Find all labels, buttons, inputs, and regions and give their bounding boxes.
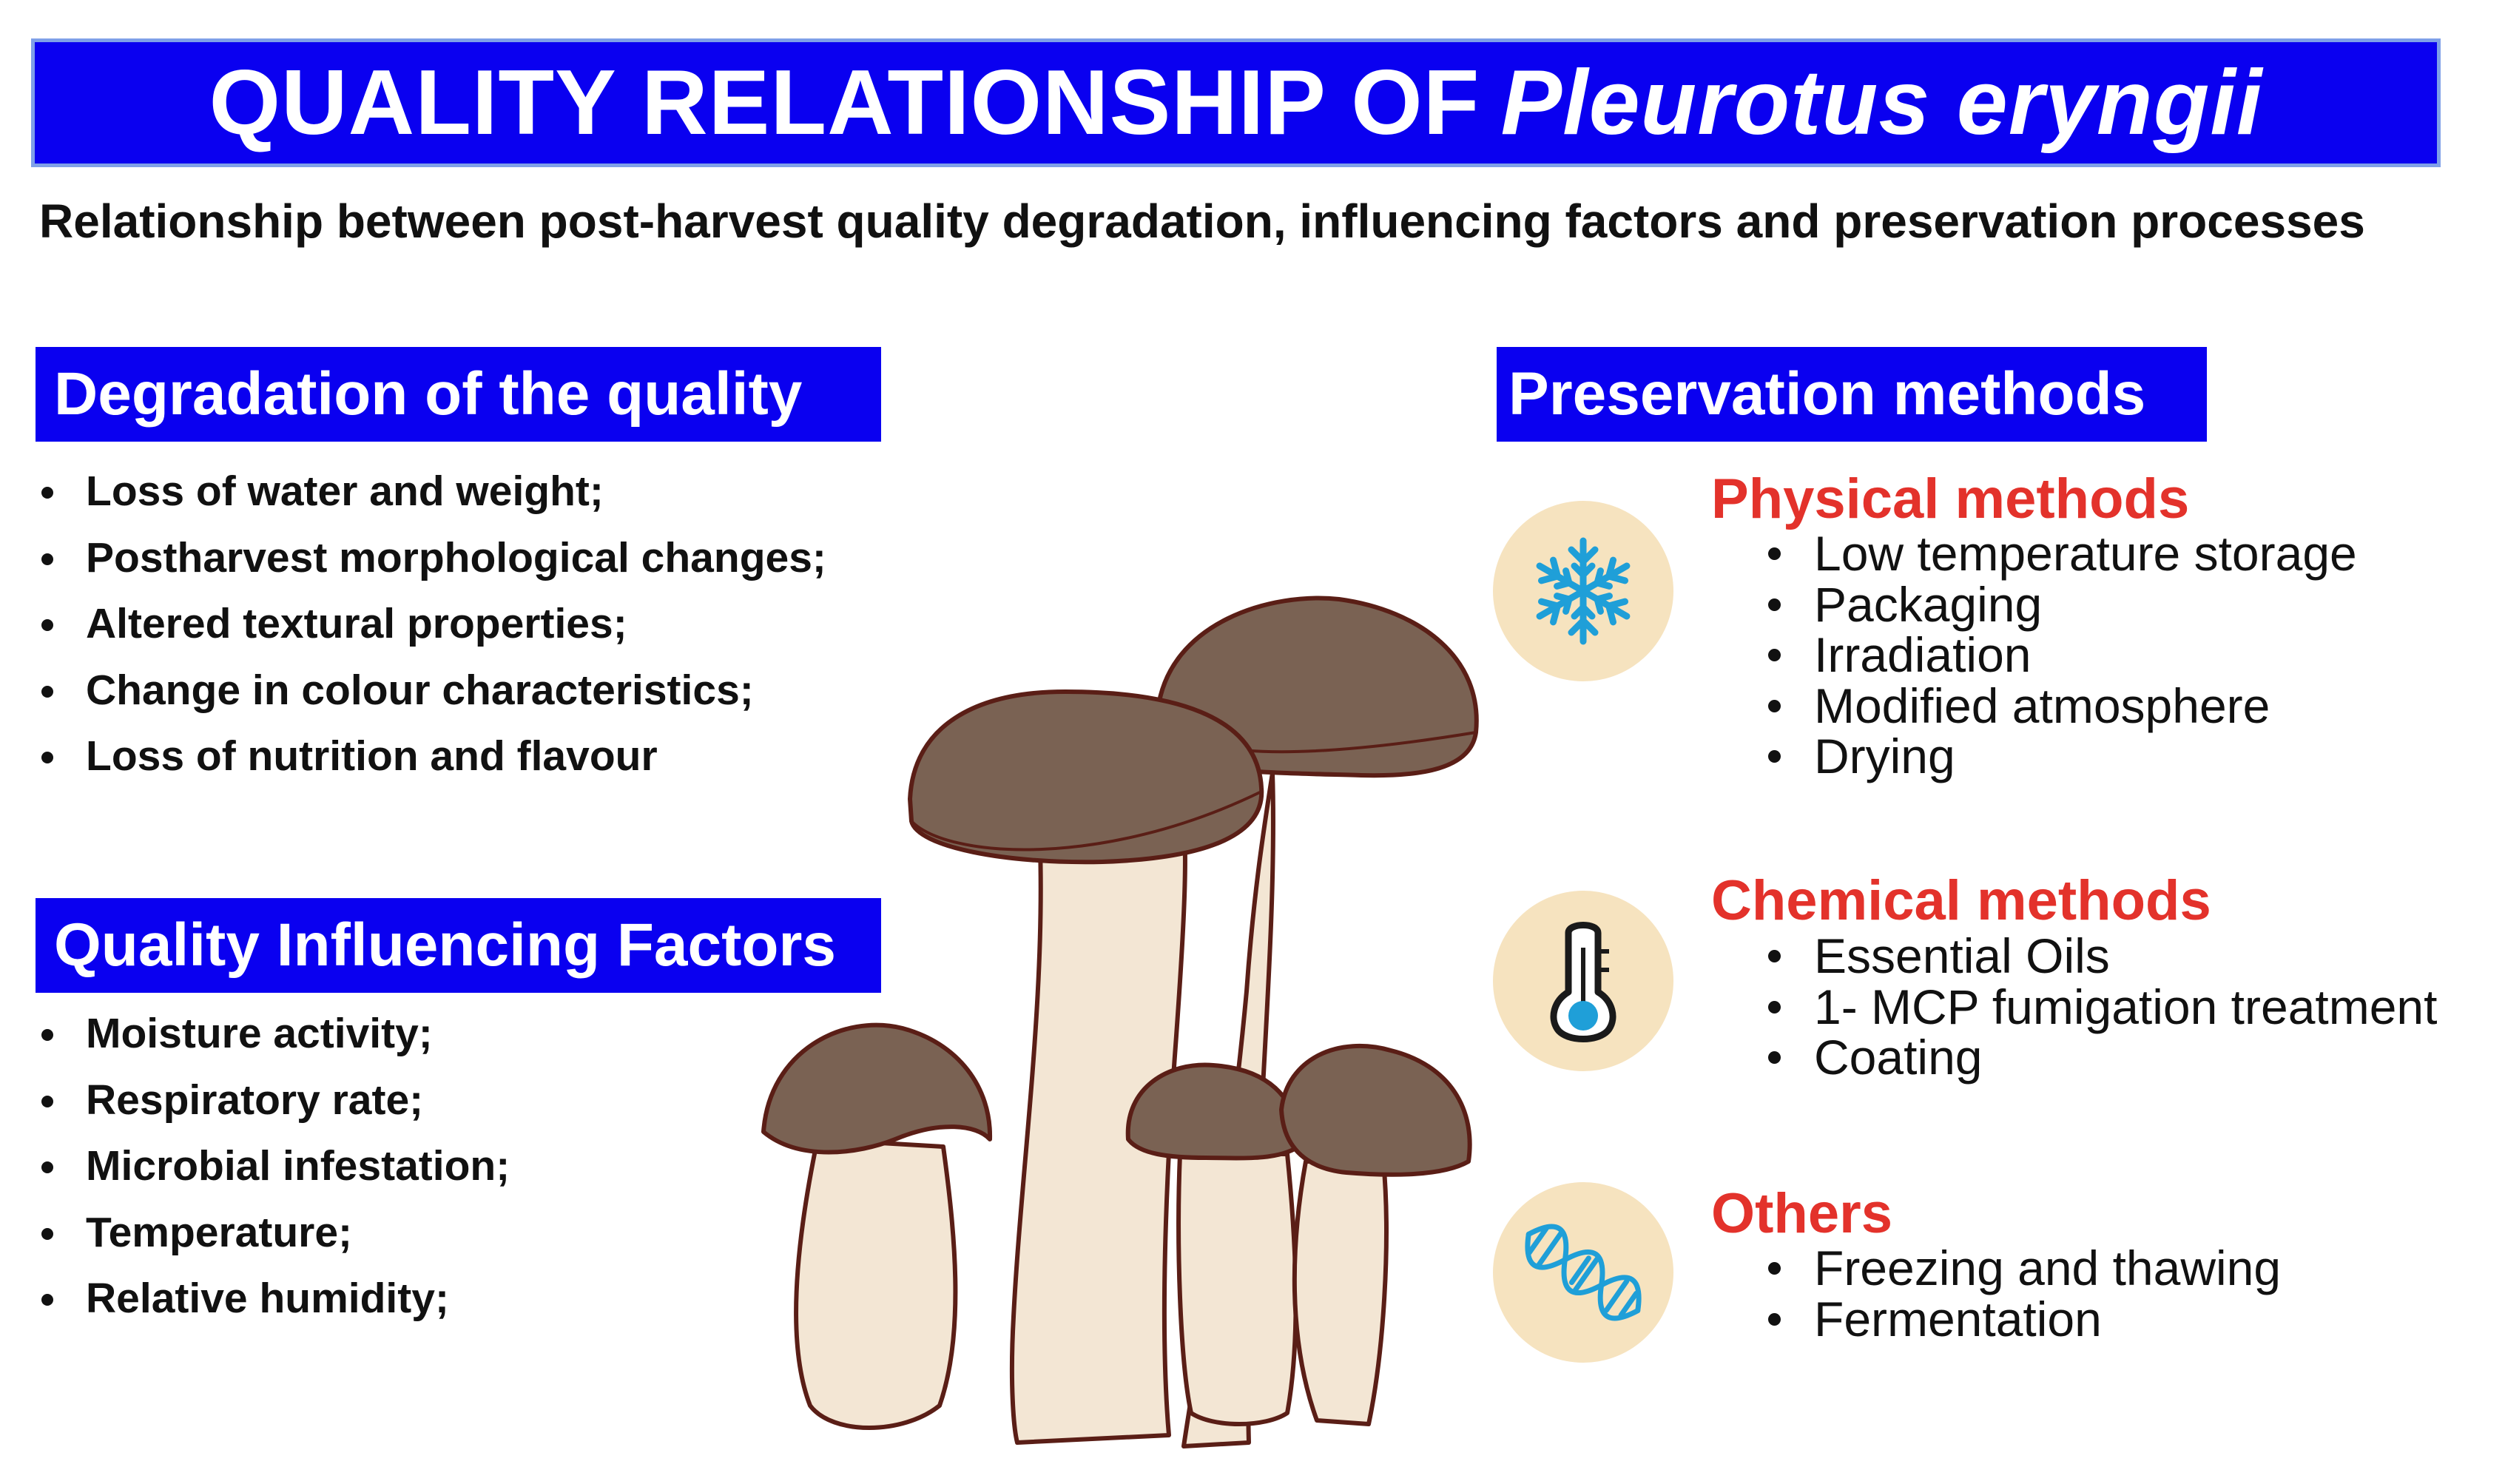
list-item: Change in colour characteristics; <box>36 658 826 724</box>
mushroom-cap <box>761 1022 993 1155</box>
mushroom-cap <box>1279 1043 1472 1177</box>
chemical-methods-title: Chemical methods <box>1711 869 2211 932</box>
list-item: Relative humidity; <box>36 1266 510 1332</box>
list-item: Respiratory rate; <box>36 1068 510 1134</box>
list-item: Packaging <box>1761 579 2357 630</box>
degradation-list: Loss of water and weight; Postharvest mo… <box>36 459 826 790</box>
list-item: Postharvest morphological changes; <box>36 525 826 592</box>
list-item: Coating <box>1761 1032 2437 1083</box>
mushroom-stem <box>1009 823 1187 1445</box>
title-scientific-name: Pleurotus eryngii <box>1500 52 2263 154</box>
factors-list: Moisture activity; Respiratory rate; Mic… <box>36 1001 510 1332</box>
mushroom-stem <box>1292 1159 1389 1426</box>
degradation-heading: Degradation of the quality <box>36 347 881 442</box>
physical-methods-list: Low temperature storage Packaging Irradi… <box>1761 528 2357 782</box>
mushroom-illustration <box>761 596 1479 1448</box>
list-item: Fermentation <box>1761 1293 2281 1345</box>
mushroom-cap <box>1125 1062 1301 1161</box>
chemical-methods-list: Essential Oils 1- MCP fumigation treatme… <box>1761 931 2437 1083</box>
mushroom-stem <box>794 1137 958 1430</box>
mushroom-cap <box>908 689 1264 865</box>
list-item: Loss of water and weight; <box>36 459 826 525</box>
list-item: Freezing and thawing <box>1761 1243 2281 1294</box>
others-title: Others <box>1711 1182 1892 1245</box>
list-item: Altered textural properties; <box>36 591 826 658</box>
dna-icon <box>1525 1224 1642 1321</box>
factors-heading: Quality Influencing Factors <box>36 898 881 993</box>
list-item: Modified atmosphere <box>1761 680 2357 732</box>
list-item: Low temperature storage <box>1761 528 2357 579</box>
others-icon-circle <box>1493 1182 1673 1363</box>
others-list: Freezing and thawing Fermentation <box>1761 1243 2281 1344</box>
list-item: Moisture activity; <box>36 1001 510 1068</box>
list-item: 1- MCP fumigation treatment <box>1761 981 2437 1033</box>
physical-icon-circle <box>1493 501 1673 681</box>
physical-methods-title: Physical methods <box>1711 468 2190 530</box>
snowflake-icon <box>1524 537 1642 645</box>
list-item: Irradiation <box>1761 630 2357 681</box>
mushroom-stem <box>1176 1152 1298 1426</box>
thermometer-icon <box>1550 922 1616 1042</box>
title-bar: QUALITY RELATIONSHIP OF Pleurotus eryngi… <box>35 42 2437 163</box>
list-item: Loss of nutrition and flavour <box>36 724 826 790</box>
list-item: Temperature; <box>36 1200 510 1267</box>
list-item: Essential Oils <box>1761 931 2437 982</box>
list-item: Microbial infestation; <box>36 1133 510 1200</box>
preservation-heading: Preservation methods <box>1497 347 2207 442</box>
title-main: QUALITY RELATIONSHIP OF <box>209 52 1480 154</box>
subtitle: Relationship between post-harvest qualit… <box>39 195 2365 248</box>
chemical-icon-circle <box>1493 891 1673 1071</box>
list-item: Drying <box>1761 731 2357 782</box>
